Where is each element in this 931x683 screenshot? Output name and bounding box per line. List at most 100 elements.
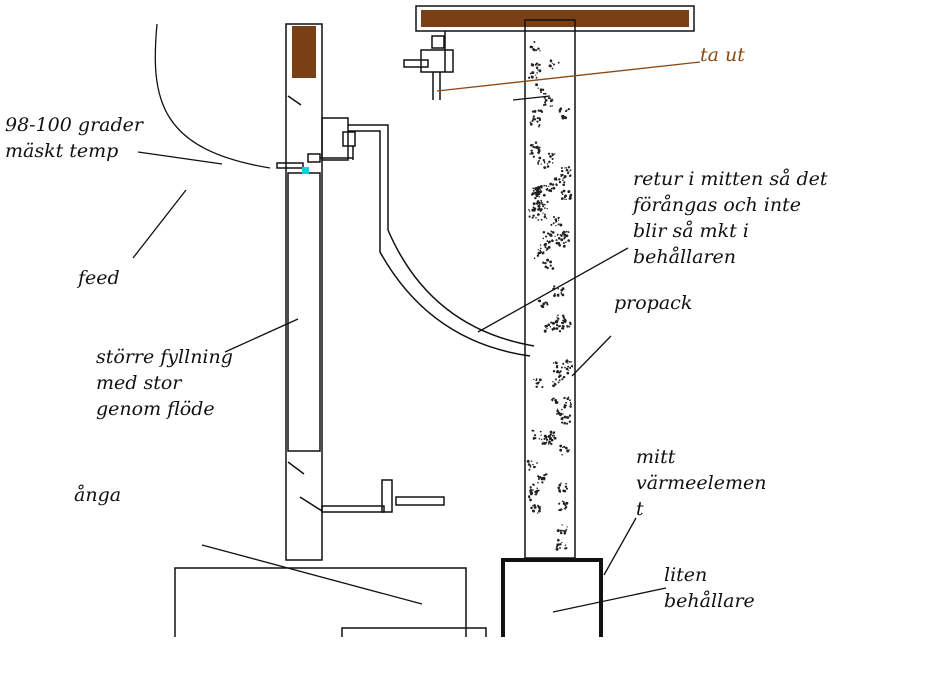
label-mitt-line: t (636, 498, 644, 520)
packing-dot (556, 538, 560, 542)
packing-dot (539, 88, 543, 92)
packing-dot (537, 249, 539, 251)
packing-dot (569, 360, 572, 363)
return-pipe-lower (348, 130, 531, 357)
packing-dot (540, 218, 543, 221)
packing-dot (561, 193, 564, 196)
packing-dot (561, 321, 565, 325)
packing-dot (528, 210, 531, 212)
packing-dot (562, 230, 566, 234)
packing-dot (538, 378, 542, 382)
packing-dot (567, 362, 569, 364)
packing-dot (565, 446, 568, 450)
packing-dot (545, 217, 548, 219)
packing-dot (542, 261, 545, 264)
packing-dot (555, 242, 558, 245)
packing-dot (565, 198, 568, 200)
ta-ut-leader-line (436, 61, 701, 92)
packing-dot (548, 440, 550, 442)
packing-dot (539, 430, 542, 433)
return-valve-box (321, 117, 349, 161)
packing-dot (536, 72, 538, 74)
packing-dot (566, 416, 570, 419)
label-temp: 98-100 grader mäskt temp (5, 112, 143, 164)
packing-dot (544, 213, 546, 216)
packing-dot (535, 382, 538, 385)
packing-dot (532, 483, 535, 486)
packing-dot (565, 241, 567, 244)
packing-dot (556, 413, 558, 415)
packing-dot (553, 436, 556, 439)
packing-dot (552, 186, 556, 190)
packing-dot (536, 487, 538, 489)
packing-dot (542, 158, 545, 162)
packing-dot (529, 143, 533, 147)
packing-dot (552, 384, 555, 388)
packing-dot (526, 459, 530, 463)
packing-dot (543, 215, 547, 218)
packing-dot (532, 437, 536, 440)
packing-dot (567, 369, 569, 371)
packing-dot (532, 189, 535, 192)
packing-dot (543, 329, 547, 333)
packing-dot (559, 543, 562, 546)
packing-dot (541, 252, 544, 255)
label-mitt-line: värmeelemen (636, 472, 767, 494)
packing-dot (549, 105, 552, 107)
packing-dot (535, 76, 538, 79)
packing-dot (537, 125, 540, 128)
packing-dot (552, 370, 556, 373)
packing-dot (558, 379, 561, 382)
packing-dot (552, 397, 554, 400)
packing-dot (532, 214, 535, 217)
packing-dot (568, 325, 571, 328)
packing-dot (551, 153, 555, 156)
packing-dot (531, 71, 533, 73)
packing-dot (551, 62, 554, 64)
packing-dot (546, 327, 548, 330)
packing-dot (551, 98, 553, 100)
packing-dot (528, 208, 530, 211)
packing-dot (560, 166, 563, 170)
return-valve-fitting (342, 131, 356, 147)
packing-dot (563, 181, 566, 184)
packing-dot (544, 474, 546, 476)
packing-dot (534, 196, 537, 200)
packing-dot (550, 230, 553, 233)
anga-leader-line (201, 544, 423, 605)
packing-dot (540, 91, 542, 94)
packing-dot (554, 235, 556, 237)
packing-dot (547, 189, 550, 192)
packing-dot (542, 251, 545, 254)
packing-dot (562, 502, 566, 505)
mitt-leader-line (603, 517, 637, 576)
packing-dot (537, 476, 541, 479)
packing-dot (569, 321, 572, 324)
temp-probe-marker (302, 167, 309, 174)
packing-dot (566, 371, 570, 375)
packing-dot (537, 208, 540, 211)
packing-dot (567, 231, 570, 234)
packing-dot (569, 174, 572, 177)
packing-dot (561, 417, 564, 420)
packing-dot (544, 243, 547, 245)
packing-dot (553, 285, 556, 288)
packing-dot (563, 396, 566, 400)
packing-dot (563, 244, 566, 248)
packing-dot (562, 375, 566, 379)
packing-dot (529, 465, 532, 468)
packing-dot (549, 155, 552, 158)
packing-dot (532, 489, 534, 491)
label-storre-line: större fyllning (96, 346, 233, 368)
packing-dot (555, 327, 559, 330)
packing-dot (552, 215, 556, 219)
packing-dot (566, 172, 570, 175)
packing-dot (543, 160, 546, 163)
packing-dot (539, 50, 541, 52)
packing-dot (551, 328, 554, 331)
packing-dot (549, 60, 553, 63)
packing-dot (537, 187, 540, 190)
packing-dot (566, 325, 569, 328)
packing-dot (543, 184, 546, 187)
packing-dot (537, 512, 539, 514)
